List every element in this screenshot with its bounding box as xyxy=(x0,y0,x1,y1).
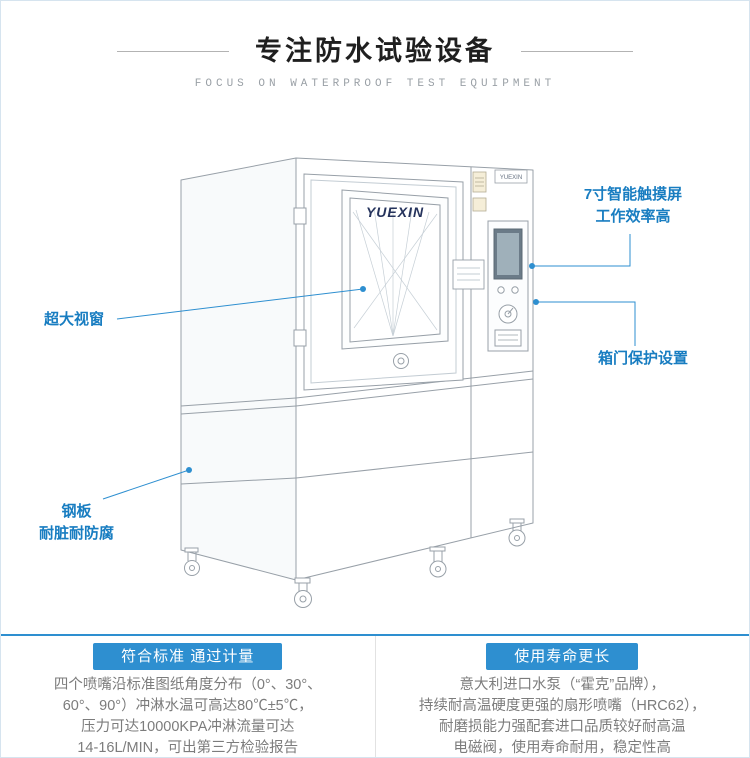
features-section: 符合标准 通过计量 四个喷嘴沿标准图纸角度分布（0°、30°、 60°、90°）… xyxy=(1,634,749,757)
warning-stickers xyxy=(472,171,487,212)
machine-figure: YUEXIN YUEXIN xyxy=(1,118,749,633)
caster-icon xyxy=(184,547,200,576)
callout-panel: 钢板 耐脏耐防腐 xyxy=(38,503,114,542)
door-window xyxy=(341,189,449,350)
brand-logo: YUEXIN xyxy=(366,204,424,220)
feature-standards-title: 符合标准 通过计量 xyxy=(93,643,283,670)
document-holder xyxy=(452,259,485,290)
control-panel xyxy=(487,220,529,352)
callout-touchscreen: 7寸智能触摸屏 工作效率高 xyxy=(583,186,683,225)
caster-icon xyxy=(508,518,526,547)
caster-icon xyxy=(429,546,447,578)
page-subtitle: FOCUS ON WATERPROOF TEST EQUIPMENT xyxy=(194,78,556,90)
feature-lifespan-body: 意大利进口水泵（“霍克”品牌）， 持续耐高温硬度更强的扇形喷嘴（HRC62）， … xyxy=(418,677,706,756)
brand-sticker-text: YUEXIN xyxy=(500,175,522,181)
callout-line-window xyxy=(116,288,364,320)
feature-standards: 符合标准 通过计量 四个喷嘴沿标准图纸角度分布（0°、30°、 60°、90°）… xyxy=(1,636,376,757)
title-divider-right xyxy=(521,50,633,52)
callout-line-door xyxy=(536,301,636,346)
callout-line-touchscreen xyxy=(532,234,631,267)
callout-lines xyxy=(102,234,636,500)
callout-line-panel xyxy=(102,469,190,500)
feature-standards-body: 四个喷嘴沿标准图纸角度分布（0°、30°、 60°、90°）冲淋水温可高达80℃… xyxy=(53,677,322,756)
title-divider-left xyxy=(117,50,229,52)
pressure-gauge-icon xyxy=(498,304,518,324)
door-handle-icon xyxy=(393,353,409,369)
feature-lifespan-title: 使用寿命更长 xyxy=(486,643,639,670)
page-header: 专注防水试验设备 FOCUS ON WATERPROOF TEST EQUIPM… xyxy=(1,1,749,90)
machine-illustration: YUEXIN YUEXIN xyxy=(102,157,636,608)
spray-lines xyxy=(352,207,438,337)
caster-icons xyxy=(184,518,526,608)
callout-window: 超大视窗 xyxy=(43,311,104,328)
brand-sticker: YUEXIN xyxy=(494,169,528,184)
feature-lifespan: 使用寿命更长 意大利进口水泵（“霍克”品牌）， 持续耐高温硬度更强的扇形喷嘴（H… xyxy=(376,636,750,757)
caster-icon xyxy=(294,577,312,608)
callout-door: 箱门保护设置 xyxy=(597,350,688,367)
page-title: 专注防水试验设备 xyxy=(255,36,495,66)
